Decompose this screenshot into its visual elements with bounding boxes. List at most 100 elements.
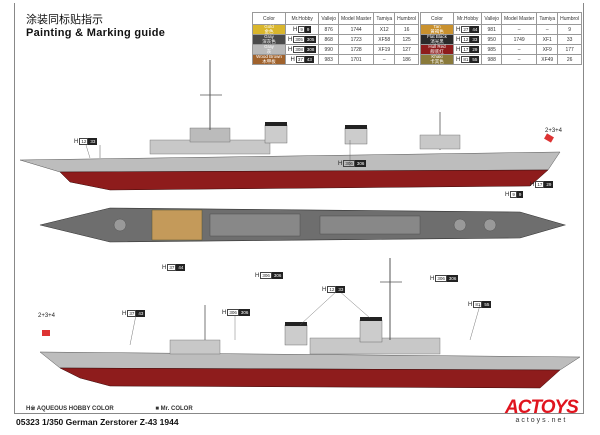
h-prefix: H (122, 311, 127, 317)
color-name: Wood Brown (256, 54, 282, 59)
mr-color-code: 44 (176, 264, 186, 271)
h-prefix: H (456, 57, 461, 63)
h-prefix: H (530, 182, 535, 188)
color-name: Gray (264, 44, 274, 49)
h-prefix: H (162, 265, 167, 271)
h-prefix: H (222, 310, 227, 316)
mr-color-code: 33 (470, 36, 480, 43)
legend-aqueous: H※ AQUEOUS HOBBY COLOR (26, 406, 114, 412)
mr-color-code: 9 (516, 191, 524, 198)
mr-color-code: 29 (544, 181, 554, 188)
aqueous-code: 37 (127, 310, 137, 317)
decal-callout: 2+3+4 (38, 313, 56, 319)
mr-color-code: 55 (470, 56, 480, 63)
color-name-cn: 卡其色 (430, 58, 444, 64)
color-name-cn: 消光黑 (430, 38, 444, 44)
h-prefix: H (322, 287, 327, 293)
paint-callout: 2+3+4 (38, 313, 55, 319)
aqueous-code: 9 (298, 26, 305, 33)
mr-color-code: 43 (304, 56, 314, 63)
mm-cell: 1701 (338, 54, 375, 65)
mr-color-code: 44 (470, 26, 480, 33)
column-header: Mr.Hobby (452, 12, 483, 25)
mr-color-code: 29 (470, 46, 480, 53)
mr-color-code: 306 (354, 160, 367, 167)
aqueous-code: 37 (295, 56, 305, 63)
mr-color-code: 9 (304, 26, 312, 33)
aqueous-code: 306 (435, 275, 447, 282)
h-prefix: H (338, 161, 343, 167)
h-prefix: H (255, 273, 260, 279)
color-name: Gold (264, 24, 274, 29)
mr-color-code: 306 (446, 275, 459, 282)
actoys-logo: ACTOYS actoys.net (505, 397, 579, 424)
aqueous-code: 9 (510, 191, 517, 198)
color-name-cn: 黄褐色 (430, 28, 444, 34)
title-cn: 涂装同标贴指示 (26, 14, 103, 26)
color-name: Khaki (431, 54, 443, 59)
color-name: Flat Black (427, 34, 447, 39)
mr-color-code: 55 (482, 301, 492, 308)
mr-color-code: 33 (88, 138, 98, 145)
color-name-cn: 灰 (266, 48, 272, 54)
paint-callout: 2+3+4 (545, 128, 562, 134)
aqueous-code: 306 (343, 160, 355, 167)
color-name: Tan (433, 24, 441, 29)
logo-url: actoys.net (515, 417, 568, 424)
h-prefix: H (288, 37, 293, 43)
legend: H※ AQUEOUS HOBBY COLOR ■ Mr. COLOR (26, 405, 233, 412)
kit-title: 05323 1/350 German Zerstorer Z-43 1944 (16, 417, 179, 427)
mm-cell: – (501, 54, 538, 65)
humbrol-cell: 186 (394, 54, 420, 65)
aqueous-code: 12 (327, 286, 337, 293)
h-prefix: H (293, 27, 298, 33)
color-name-cn: 深灰色 (262, 38, 276, 44)
mr-color-code: 33 (336, 286, 346, 293)
guide-frame (14, 3, 584, 414)
aqueous-code: 27 (461, 26, 471, 33)
h-prefix: H (430, 276, 435, 282)
aqueous-code: 306 (227, 309, 239, 316)
mr-color-code: 43 (136, 310, 146, 317)
h-prefix: H (74, 139, 79, 145)
color-name-cn: 舰底红 (430, 48, 444, 54)
logo-text: ACTOYS (505, 397, 579, 418)
h-prefix: H (290, 57, 295, 63)
mr-color-code: 306 (271, 272, 284, 279)
title-en: Painting & Marking guide (26, 27, 166, 39)
decal-callout: 2+3+4 (545, 128, 563, 134)
color-name: Hull Red (428, 44, 446, 49)
color-name: Gray (264, 34, 274, 39)
mr-color-code: 306 (238, 309, 251, 316)
aqueous-code: 308 (293, 46, 305, 53)
aqueous-code: 81 (461, 56, 471, 63)
h-prefix: H (456, 47, 461, 53)
h-prefix: H (505, 192, 510, 198)
side-view-bottom (39, 258, 581, 389)
aqueous-code: 305 (293, 36, 305, 43)
side-view-top (19, 60, 561, 191)
color-name-cn: 木甲板 (262, 58, 276, 64)
plan-view (39, 207, 567, 243)
aqueous-code: 12 (79, 138, 89, 145)
